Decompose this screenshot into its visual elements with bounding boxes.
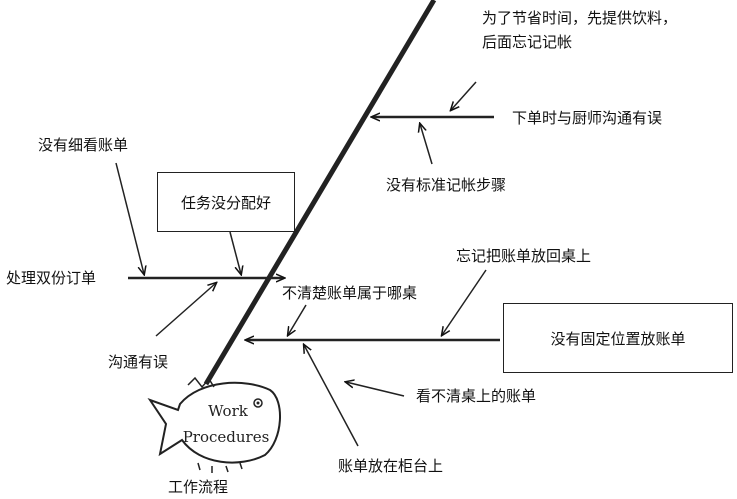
fish-head: Work Procedures: [147, 376, 281, 473]
arrow-nostandard-to-rib: [420, 124, 433, 165]
box-no-fixed-place: 没有固定位置放账单: [503, 303, 733, 373]
label-no-standard: 没有标准记帐步骤: [386, 176, 507, 194]
label-double-order: 处理双份订单: [6, 269, 97, 287]
label-miscommunication: 沟通有误: [108, 353, 169, 371]
label-on-counter: 账单放在柜台上: [338, 457, 444, 475]
label-not-check-bill: 没有细看账单: [38, 136, 129, 154]
box-task-assignment: 任务没分配好: [157, 172, 295, 232]
arrow-note-to-rib: [451, 81, 477, 110]
label-caption: 工作流程: [168, 478, 229, 496]
label-top-right-note: 为了节省时间，先提供饮料，后面忘记记帐: [482, 9, 678, 51]
arrow-on-counter: [304, 345, 359, 447]
label-which-table: 不清楚账单属于哪桌: [282, 284, 418, 302]
arrow-taskbox: [229, 231, 241, 274]
fish-label-line1: Work: [208, 402, 249, 420]
label-kitchen-comm: 下单时与厨师沟通有误: [512, 109, 663, 127]
main-spine: [203, 0, 437, 386]
label-forget-return: 忘记把账单放回桌上: [456, 247, 592, 265]
arrow-miscomm: [155, 283, 216, 337]
fish-label-line2: Procedures: [183, 428, 270, 446]
arrow-which-table: [288, 304, 307, 335]
arrow-notcheck: [115, 162, 144, 274]
arrow-forget-return: [442, 269, 487, 335]
arrow-cant-see: [346, 382, 405, 397]
label-cant-see: 看不清桌上的账单: [416, 387, 537, 405]
